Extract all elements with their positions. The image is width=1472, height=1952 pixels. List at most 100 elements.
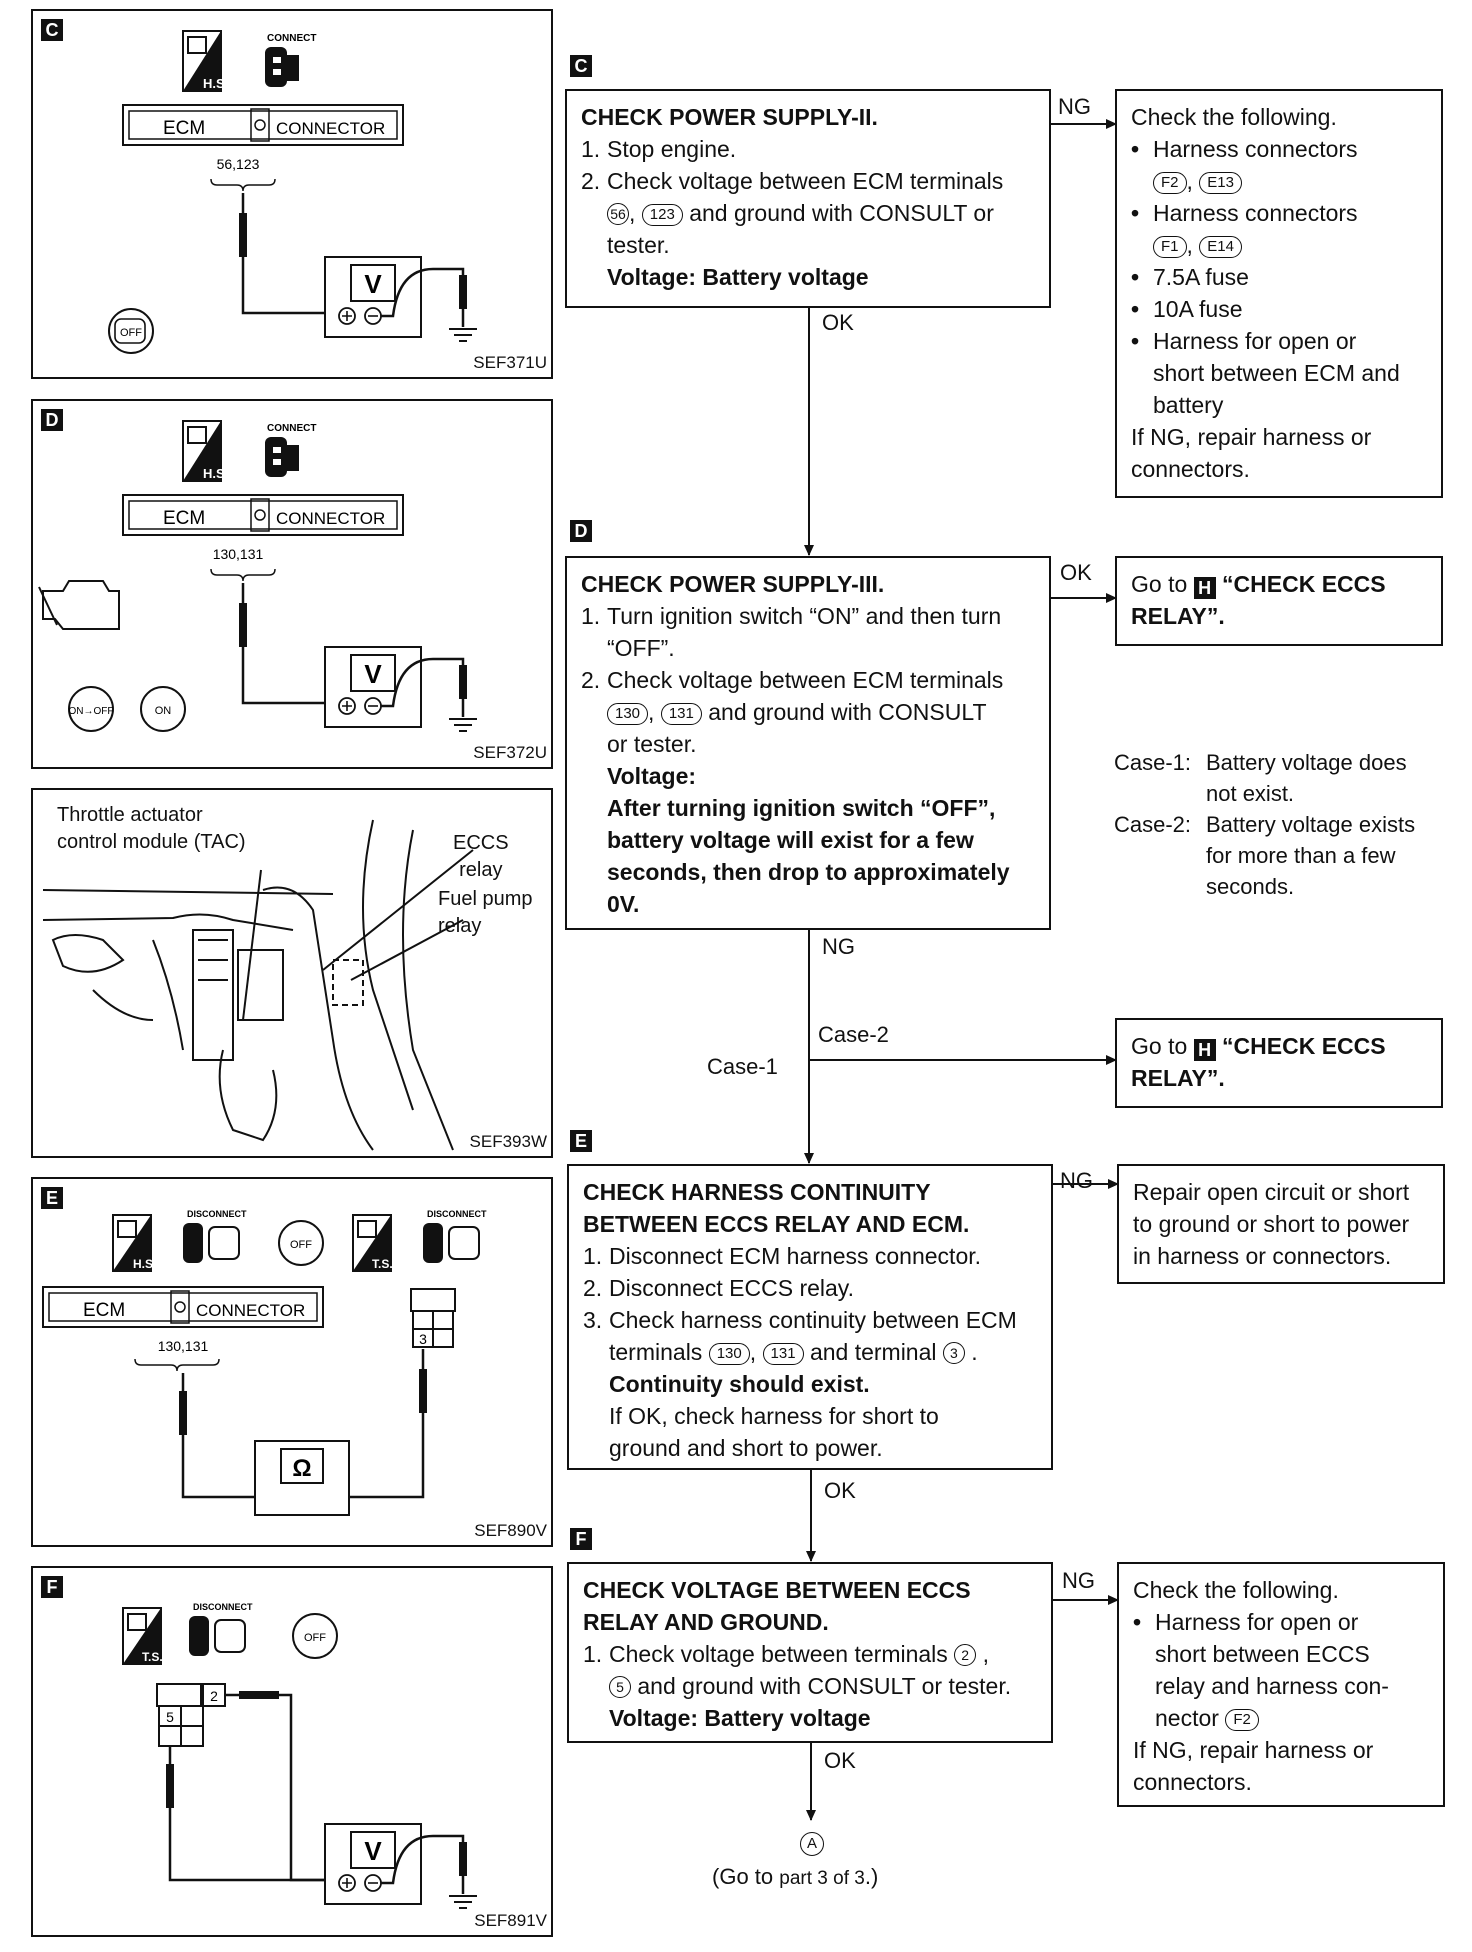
figure-c-meter-label: V	[364, 269, 382, 299]
e-ng-result-box: Repair open circuit or short to ground o…	[1117, 1164, 1445, 1284]
figure-e-code: SEF890V	[474, 1521, 547, 1540]
step-e-note1: If OK, check harness for short to	[609, 1403, 939, 1429]
relay-location-drawing	[42, 819, 474, 1151]
figure-location-code: SEF393W	[469, 1132, 547, 1151]
step-e-item3b-mid: and terminal	[809, 1339, 937, 1365]
step-d-item2c: or tester.	[607, 731, 697, 757]
figure-d-diagram: H.S. CONNECT ECM CONNECTOR 130,131 V ON→…	[38, 420, 477, 732]
step-e-title2: BETWEEN ECCS RELAY AND ECM.	[583, 1211, 970, 1237]
step-letter-c: C	[570, 55, 592, 77]
step-d-spec-label: Voltage:	[607, 763, 697, 789]
case2-note-label: Case-2:	[1114, 812, 1192, 837]
figure-d-hs-label: H.S.	[203, 466, 228, 481]
f-ng-tail2: connectors.	[1133, 1769, 1252, 1795]
case1-note-label: Case-1:	[1114, 750, 1192, 775]
figure-e-meter-label: Ω	[292, 1455, 311, 1482]
figure-d-terminals: 130,131	[213, 546, 264, 562]
d-ok-text2: RELAY”.	[1131, 603, 1225, 629]
step-d-spec4: 0V.	[607, 891, 640, 917]
figure-c-key-label: OFF	[120, 327, 142, 339]
f-ng-b1a: Harness for open or	[1155, 1609, 1359, 1635]
e-ng-l2: to ground or short to power	[1133, 1211, 1410, 1237]
figure-d-connector-label: CONNECTOR	[276, 509, 385, 528]
c-ng-tail1: If NG, repair harness or	[1131, 424, 1372, 450]
figure-e-diagram: H.S. DISCONNECT OFF T.S. DISCONNECT ECM …	[42, 1209, 487, 1516]
step-c-item2a: Check voltage between ECM terminals	[607, 168, 1004, 194]
case1-label: Case-1	[707, 1054, 778, 1079]
step-f-title1: CHECK VOLTAGE BETWEEN ECCS	[583, 1577, 971, 1603]
f-ng-tail1: If NG, repair harness or	[1133, 1737, 1374, 1763]
step-letter-d: D	[570, 520, 592, 542]
figure-c-panel: C H.S. CONNECT ECM CONNECTOR 56,123 V	[31, 9, 553, 379]
step-e-item1: Disconnect ECM harness connector.	[609, 1243, 982, 1269]
f-ng-head: Check the following.	[1133, 1577, 1339, 1603]
figure-e-panel: E H.S. DISCONNECT OFF T.S. DISCONNECT EC…	[31, 1177, 553, 1547]
connector-e13: E13	[1199, 172, 1242, 194]
figure-e-disconnect-label-1: DISCONNECT	[187, 1209, 247, 1219]
c-ng-b2: Harness connectors	[1153, 200, 1358, 226]
figure-f-panel: F T.S. DISCONNECT OFF 2 5 V SEF891V	[31, 1566, 553, 1937]
connector-e14: E14	[1199, 236, 1242, 258]
figure-f-terminal-5: 5	[166, 1709, 174, 1725]
goto-pre: (Go to	[712, 1864, 774, 1889]
f-ng-b1b: short between ECCS	[1155, 1641, 1370, 1667]
step-c-item2b: and ground with CONSULT or	[689, 200, 994, 226]
figure-e-terminals: 130,131	[158, 1338, 209, 1354]
figure-c-letter: C	[41, 19, 63, 41]
step-d-item2b: and ground with CONSULT	[708, 699, 987, 725]
c-ng-b5a: Harness for open or	[1153, 328, 1357, 354]
figure-c-diagram: H.S. CONNECT ECM CONNECTOR 56,123 V OFF	[108, 30, 477, 354]
tac-label: Throttle actuator control module (TAC)	[57, 802, 246, 856]
c-ng-tail2: connectors.	[1131, 456, 1250, 482]
figure-d-letter: D	[41, 409, 63, 431]
figure-c-connect-label: CONNECT	[267, 33, 316, 44]
d-ok-label: OK	[1060, 560, 1092, 585]
c-ng-b1: Harness connectors	[1153, 136, 1358, 162]
c-ng-head: Check the following.	[1131, 104, 1337, 130]
step-c-title: CHECK POWER SUPPLY-II.	[581, 104, 878, 130]
c-ng-b3: 7.5A fuse	[1153, 264, 1249, 290]
f-ng-result-box: Check the following. •Harness for open o…	[1117, 1562, 1445, 1807]
tac-label-1: Throttle actuator	[57, 804, 203, 826]
figure-c-connector-label: CONNECTOR	[276, 119, 385, 138]
figure-e-key-label: OFF	[290, 1239, 312, 1251]
step-d-spec3: seconds, then drop to approximately	[607, 859, 1010, 885]
fuel-pump-relay-label: Fuel pump relay	[438, 886, 533, 940]
c-ng-label: NG	[1058, 94, 1091, 119]
step-d-item1b: “OFF”.	[607, 635, 675, 661]
eccs-relay-label-1: ECCS	[453, 832, 509, 854]
step-letter-e: E	[570, 1130, 592, 1152]
goto-letter-h-2: H	[1193, 1039, 1216, 1061]
step-d-item1a: Turn ignition switch “ON” and then turn	[607, 603, 1002, 629]
figure-f-diagram: T.S. DISCONNECT OFF 2 5 V	[122, 1602, 477, 1909]
e-ng-l1: Repair open circuit or short	[1133, 1179, 1410, 1205]
fuel-pump-relay-label-2: relay	[438, 915, 482, 937]
case2-text1: “CHECK ECCS	[1222, 1033, 1386, 1059]
f-ng-label: NG	[1062, 1568, 1095, 1593]
tac-label-2: control module (TAC)	[57, 831, 246, 853]
c-ng-b5b: short between ECM and	[1153, 360, 1400, 386]
figure-d-meter-label: V	[364, 659, 382, 689]
terminal-131: 131	[660, 703, 702, 725]
d-ok-result-box: Go to H “CHECK ECCS RELAY”.	[1115, 556, 1443, 646]
goto-letter-h: H	[1193, 577, 1216, 599]
figure-d-key2-label: ON	[155, 705, 172, 717]
figure-c-code: SEF371U	[473, 353, 547, 372]
step-e-spec: Continuity should exist.	[609, 1371, 870, 1397]
step-f-title2: RELAY AND GROUND.	[583, 1609, 829, 1635]
figure-d-code: SEF372U	[473, 743, 547, 762]
step-d-spec1: After turning ignition switch “OFF”,	[607, 795, 996, 821]
connector-f2-f: F2	[1225, 1709, 1259, 1731]
step-letter-f: F	[570, 1528, 592, 1550]
step-e-box: CHECK HARNESS CONTINUITY BETWEEN ECCS RE…	[567, 1164, 1053, 1470]
figure-f-code: SEF891V	[474, 1911, 547, 1930]
terminal-5: 5	[609, 1676, 631, 1698]
goto-part: part 3 of 3	[779, 1868, 865, 1889]
terminal-3: 3	[942, 1342, 965, 1364]
figure-d-connect-label: CONNECT	[267, 423, 316, 434]
case2-note-l2: for more than a few	[1206, 843, 1396, 868]
figure-d-key1-label: ON→OFF	[69, 706, 114, 717]
eccs-relay-label-2: relay	[459, 859, 503, 881]
c-ng-b4: 10A fuse	[1153, 296, 1243, 322]
